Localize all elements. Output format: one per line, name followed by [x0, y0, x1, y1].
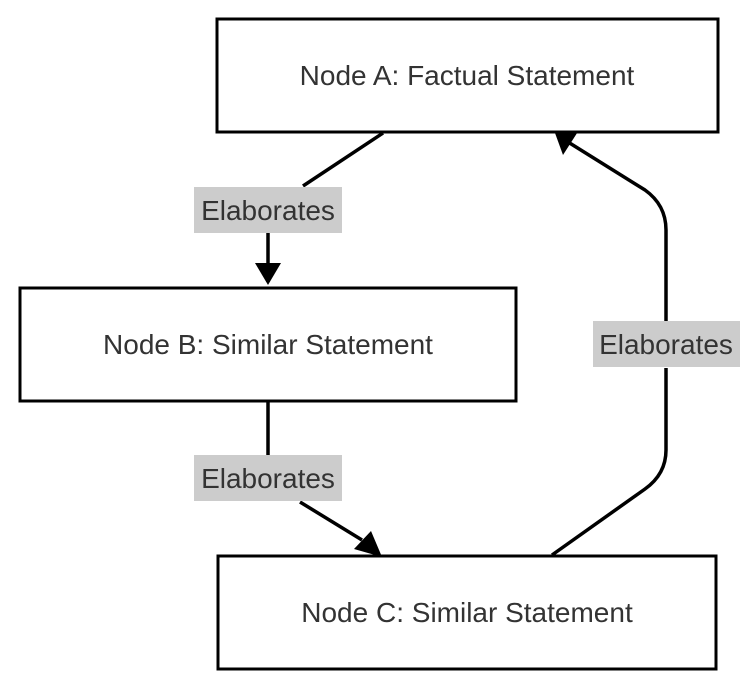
edge-b-to-c-arrowhead	[354, 531, 382, 557]
node-a-box	[215, 17, 720, 134]
edge-c-to-a-label-bg	[593, 321, 740, 367]
node-b-label: Node B: Similar Statement	[103, 329, 433, 360]
node-c: Node C: Similar Statement	[216, 554, 718, 671]
edge-a-to-b-arrowhead	[255, 263, 281, 285]
node-c-label: Node C: Similar Statement	[301, 597, 633, 628]
edge-a-to-b: Elaborates	[194, 131, 384, 285]
node-b: Node B: Similar Statement	[18, 286, 518, 403]
edge-c-to-a: Elaborates	[550, 130, 740, 557]
node-c-box	[216, 554, 718, 671]
edge-c-to-a-label: Elaborates	[599, 329, 733, 360]
edge-c-to-a-line	[550, 140, 668, 557]
node-b-box	[18, 286, 518, 403]
edge-a-to-b-label-bg	[194, 187, 342, 233]
node-a: Node A: Factual Statement	[215, 17, 720, 134]
edge-b-to-c-line	[266, 402, 363, 542]
edge-b-to-c: Elaborates	[194, 402, 382, 557]
edge-a-to-b-label: Elaborates	[201, 195, 335, 226]
edge-c-to-a-arrowhead	[555, 130, 579, 155]
edge-b-to-c-label: Elaborates	[201, 463, 335, 494]
edge-b-to-c-label-bg	[194, 455, 342, 501]
node-a-label: Node A: Factual Statement	[300, 60, 635, 91]
